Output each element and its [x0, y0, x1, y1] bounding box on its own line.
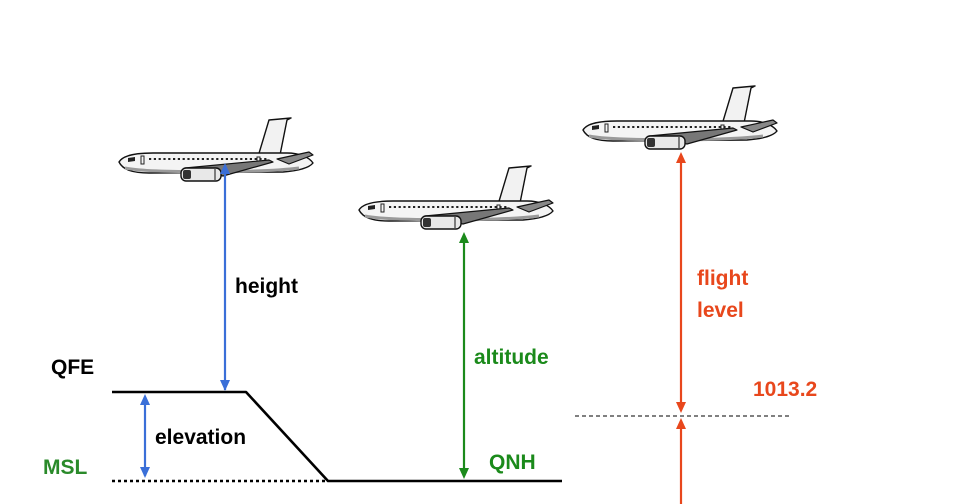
altitude-label: altitude — [474, 346, 549, 369]
height-arrow — [220, 163, 230, 391]
flight-level-label-line1: flight — [697, 267, 748, 290]
height-label: height — [235, 275, 298, 298]
qfe-label: QFE — [51, 356, 94, 379]
flight-level-arrow — [676, 152, 686, 504]
aircraft-left-icon — [117, 116, 315, 183]
msl-label: MSL — [43, 456, 88, 479]
elevation-arrow — [140, 394, 150, 478]
aircraft-right-icon — [581, 84, 779, 151]
standard-pressure-label: 1013.2 — [753, 378, 817, 401]
flight-level-label-line2: level — [697, 299, 744, 322]
altitude-arrow — [459, 232, 469, 479]
elevation-label: elevation — [155, 426, 246, 449]
terrain-line — [112, 390, 562, 483]
aircraft-middle-icon — [357, 164, 555, 231]
qnh-label: QNH — [489, 451, 536, 474]
